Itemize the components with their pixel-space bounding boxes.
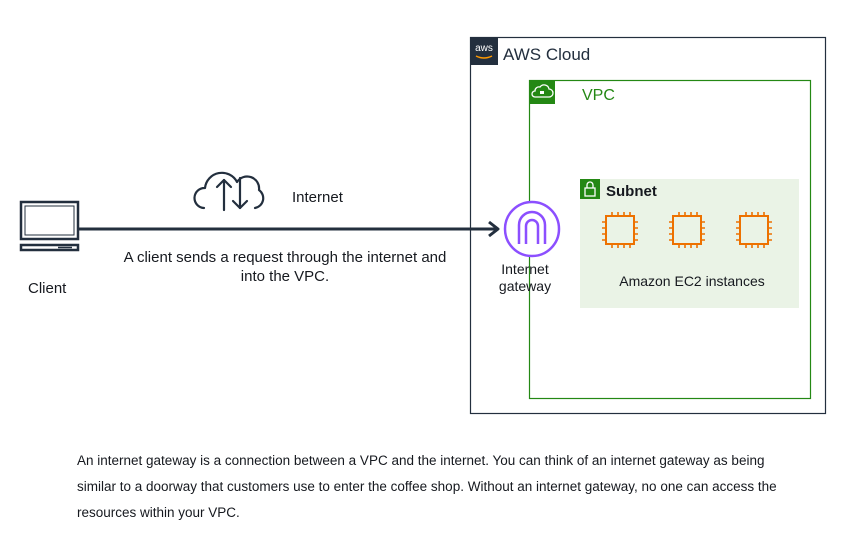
subnet-lock-icon	[580, 179, 600, 199]
client-label: Client	[28, 280, 67, 297]
internet-gateway-label: Internet gateway	[498, 261, 552, 294]
aws-logo-text: aws	[475, 43, 493, 54]
ec2-instance-icon	[736, 212, 772, 248]
internet-gateway-icon	[503, 200, 561, 258]
internet-label: Internet	[292, 189, 343, 206]
request-caption: A client sends a request through the int…	[123, 249, 447, 285]
arrow-head	[488, 220, 500, 238]
ec2-instances-label: Amazon EC2 instances	[619, 273, 765, 289]
cloud-upload-download-icon	[193, 171, 265, 212]
ec2-instance-icon	[602, 212, 638, 248]
vpc-cloud-lock-icon	[529, 80, 555, 104]
ec2-instance-icon	[669, 212, 705, 248]
laptop-icon	[19, 200, 80, 252]
description-text: An internet gateway is a connection betw…	[77, 453, 777, 520]
subnet-label: Subnet	[606, 183, 657, 200]
aws-logo-icon: aws	[470, 37, 498, 65]
aws-cloud-label: AWS Cloud	[503, 45, 591, 64]
aws-cloud-group	[469, 36, 827, 415]
vpc-label: VPC	[582, 87, 615, 104]
